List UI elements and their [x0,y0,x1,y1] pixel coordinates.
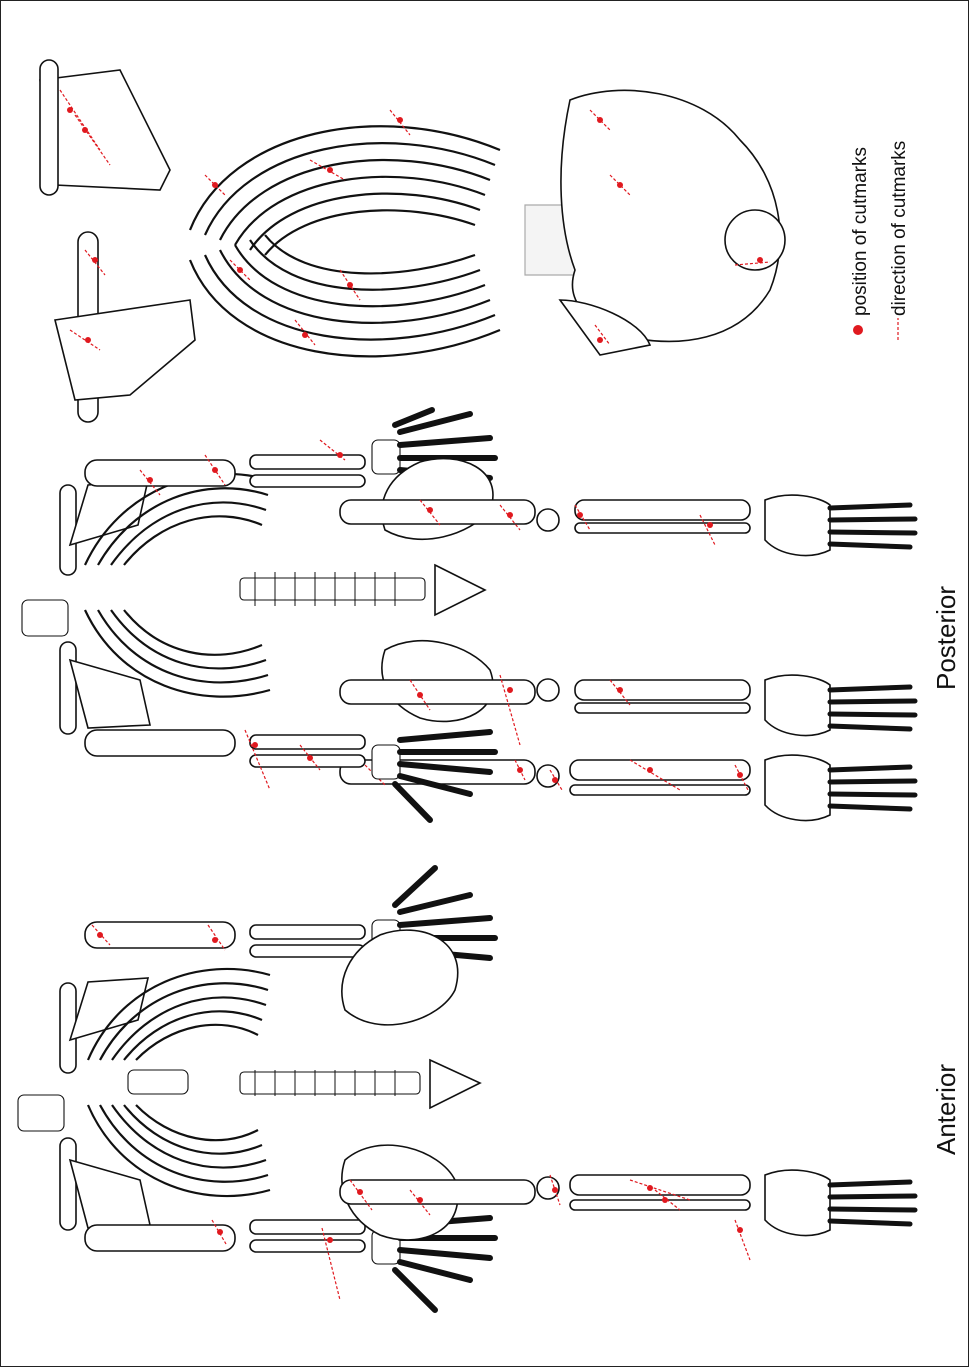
posterior-label: Posterior [931,586,961,690]
anterior-scapula-right [70,1160,150,1228]
posterior-spine [240,565,485,615]
anterior-femur-left [340,760,535,784]
legend-position-marker [853,325,863,335]
anterior-humerus-right [85,1225,235,1251]
detail-pelvis [525,90,785,355]
legend-direction-text: direction of cutmarks [889,141,910,316]
anterior-skeleton [18,755,915,1310]
posterior-foot-left [765,495,915,555]
anterior-cervical [18,1095,64,1131]
legend: position of cutmarks direction of cutmar… [850,141,910,340]
anterior-clavicle-right [60,1138,76,1230]
anterior-femur-right [340,1180,535,1204]
anterior-label: Anterior [931,1064,961,1155]
anterior-spine [240,1060,480,1108]
detail-views [40,60,785,422]
detail-ribcage [190,126,500,356]
posterior-foot-right [765,675,915,735]
anterior-foot-left [765,755,915,820]
anterior-humerus-left [85,922,235,948]
detail-scapula-2 [55,300,195,400]
legend-position-text: position of cutmarks [850,147,871,316]
detail-scapula-1 [40,70,170,190]
anterior-foot-right [765,1170,915,1235]
